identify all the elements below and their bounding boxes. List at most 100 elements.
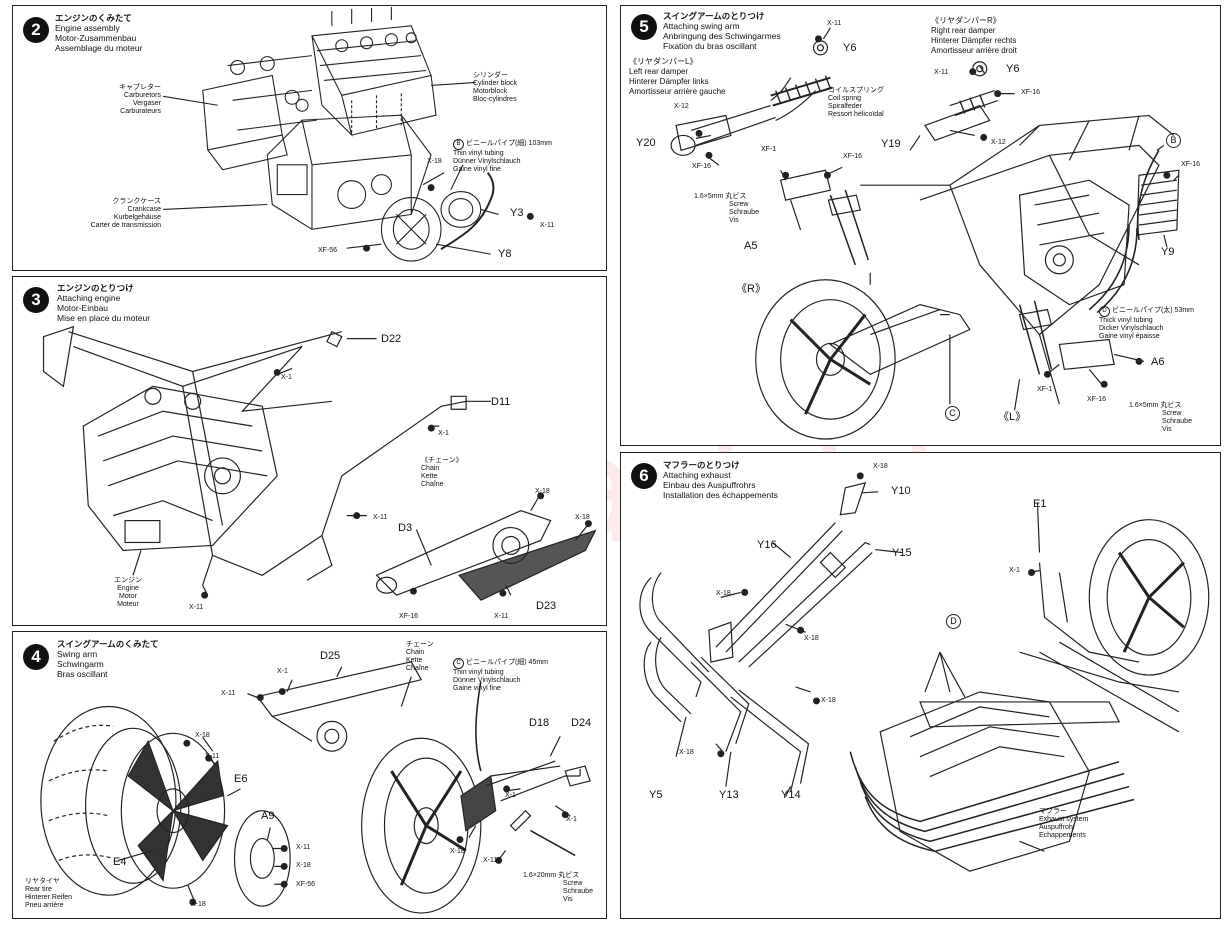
part-x11-b: X-11 <box>934 69 949 76</box>
step-title-fr: Installation des échappements <box>663 490 778 500</box>
step-title-fr: Bras oscillant <box>57 669 108 679</box>
step-number-badge: 4 <box>23 644 49 670</box>
part-x12-a: X-12 <box>674 103 689 110</box>
tubing-marker-d: D <box>1099 306 1110 317</box>
part-xf56: XF-56 <box>318 247 338 254</box>
part-x18-b: X-18 <box>716 590 731 597</box>
part-x11-a: X-11 <box>221 690 236 697</box>
part-x1-b: X-1 <box>438 430 449 437</box>
part-r: 《R》 <box>736 283 766 295</box>
part-x18-a: X-18 <box>195 732 210 739</box>
step-title-de: Anbringung des Schwingarmes <box>663 31 781 41</box>
part-x11: X-11 <box>540 222 555 229</box>
part-x18-d: X-18 <box>821 697 836 704</box>
step-3-panel: 3 エンジンのとりつけ Attaching engine Motor-Einba… <box>12 276 607 626</box>
part-y9: Y9 <box>1161 246 1175 258</box>
part-e4: E4 <box>113 856 127 868</box>
part-y13: Y13 <box>719 789 739 801</box>
part-y3: Y3 <box>510 207 524 219</box>
step-title-jp: エンジンのとりつけ <box>57 283 134 293</box>
part-y8: Y8 <box>498 248 512 260</box>
step-title-block: スイングアームのとりつけ Attaching swing arm Anbring… <box>663 11 781 51</box>
part-x18-d: X-18 <box>450 848 465 855</box>
part-x11-c: X-11 <box>494 613 509 620</box>
step-5-panel: 5 スイングアームのとりつけ Attaching swing arm Anbri… <box>620 5 1221 446</box>
step-title-block: マフラーのとりつけ Attaching exhaust Einbau des A… <box>663 460 778 500</box>
tubing-marker-b: B <box>453 139 464 150</box>
part-d23: D23 <box>536 600 557 612</box>
step-title-fr: Assemblage du moteur <box>55 43 143 53</box>
part-e1: E1 <box>1033 498 1047 510</box>
step-title-en: Attaching swing arm <box>663 21 740 31</box>
part-xf16-d: XF-16 <box>1181 161 1201 168</box>
step-number-badge: 6 <box>631 463 657 489</box>
part-y14: Y14 <box>781 789 801 801</box>
step-title-en: Engine assembly <box>55 23 120 33</box>
step-4-panel: 4 スイングアームのくみたて Swing arm Schwingarm Bras… <box>12 631 607 919</box>
step-number-badge: 3 <box>23 287 49 313</box>
part-xf16-e: XF-16 <box>1087 396 1107 403</box>
step-title-en: Swing arm <box>57 649 98 659</box>
part-x18-b: X-18 <box>296 862 311 869</box>
part-b: B <box>1166 133 1181 148</box>
part-y19: Y19 <box>881 138 901 150</box>
part-x11-b: X-11 <box>205 753 220 760</box>
part-y20: Y20 <box>636 137 656 149</box>
step-title-fr: Fixation du bras oscillant <box>663 41 757 51</box>
part-y5: Y5 <box>649 789 663 801</box>
tubing-marker-c: C <box>453 658 464 669</box>
step-title-en: Attaching engine <box>57 293 121 303</box>
step-title-jp: スイングアームのとりつけ <box>663 11 765 21</box>
step-title-jp: スイングアームのくみたて <box>57 639 159 649</box>
part-x1-a: X-1 <box>281 374 292 381</box>
part-x18-e: X-18 <box>679 749 694 756</box>
part-x1-c: X-1 <box>566 816 577 823</box>
step-title-en: Attaching exhaust <box>663 470 731 480</box>
step-title-de: Schwingarm <box>57 659 104 669</box>
part-x18-a: X-18 <box>535 488 550 495</box>
step-6-panel: 6 マフラーのとりつけ Attaching exhaust Einbau des… <box>620 452 1221 919</box>
step-title-block: スイングアームのくみたて Swing arm Schwingarm Bras o… <box>57 639 159 679</box>
part-x11-b: X-11 <box>189 604 204 611</box>
part-d22: D22 <box>381 333 402 345</box>
part-d3: D3 <box>398 522 413 534</box>
step-number-badge: 5 <box>631 14 657 40</box>
part-d18: D18 <box>529 717 550 729</box>
part-xf16: XF-16 <box>399 613 419 620</box>
step-title-de: Einbau des Auspuffrohrs <box>663 480 756 490</box>
part-xf16-b: XF-16 <box>843 153 863 160</box>
part-x12-b: X-12 <box>991 139 1006 146</box>
part-x11-a: X-11 <box>827 20 842 27</box>
part-d24: D24 <box>571 717 592 729</box>
step-title-de: Motor-Einbau <box>57 303 109 313</box>
part-l: 《L》 <box>998 411 1027 423</box>
part-c: C <box>945 406 960 421</box>
part-x1-a: X-1 <box>277 668 288 675</box>
part-xf1-b: XF-1 <box>1037 386 1053 393</box>
step-title-de: Motor-Zusammenbau <box>55 33 137 43</box>
exhaust-installation-drawing <box>639 472 1210 872</box>
part-a5: A5 <box>744 240 758 252</box>
step-title-fr: Mise en place du moteur <box>57 313 151 323</box>
part-xf16-c: XF-16 <box>1021 89 1041 96</box>
step-title-block: エンジンのくみたて Engine assembly Motor-Zusammen… <box>55 13 142 53</box>
part-d: D <box>946 614 961 629</box>
part-x1-b: X-1 <box>505 792 516 799</box>
part-x18-c: X-18 <box>804 635 819 642</box>
part-x11-d: X-11 <box>483 857 498 864</box>
step-title-block: エンジンのとりつけ Attaching engine Motor-Einbau … <box>57 283 150 323</box>
swing-arm-mounting-drawing <box>670 27 1180 440</box>
part-x18: X-18 <box>427 158 442 165</box>
